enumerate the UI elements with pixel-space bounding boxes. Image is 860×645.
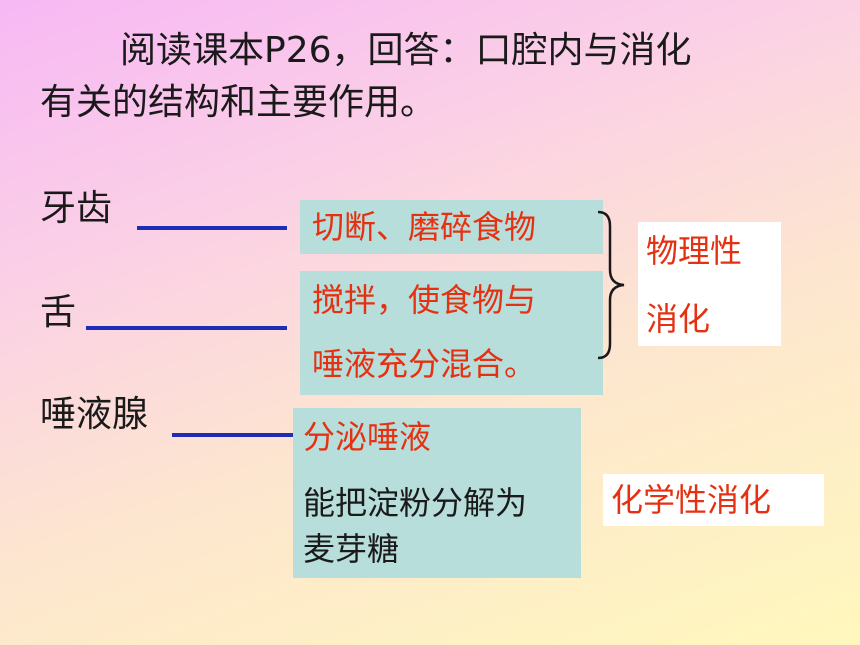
answer-teeth: 切断、磨碎食物 [312, 208, 537, 246]
physical-digestion-line-1: 物理性 [646, 232, 743, 270]
answer-tongue-line-2: 唾液充分混合。 [312, 345, 537, 383]
answer-gland-line-2: 能把淀粉分解为 [303, 484, 528, 522]
title-line-2: 有关的结构和主要作用。 [40, 82, 437, 123]
chemical-digestion-label: 化学性消化 [611, 481, 772, 519]
answer-gland-line-3: 麦芽糖 [303, 530, 400, 568]
answer-box-salivary-gland: 分泌唾液 能把淀粉分解为 麦芽糖 [293, 408, 581, 578]
physical-digestion-line-2: 消化 [646, 300, 711, 338]
physical-digestion-box: 物理性 消化 [638, 222, 781, 346]
answer-tongue-line-1: 搅拌，使食物与 [312, 281, 537, 319]
curly-brace [597, 210, 625, 360]
title-line-1: 阅读课本P26，回答：口腔内与消化 [120, 30, 692, 71]
chemical-digestion-box: 化学性消化 [603, 474, 824, 526]
label-salivary-gland: 唾液腺 [40, 394, 149, 435]
answer-box-teeth: 切断、磨碎食物 [300, 200, 603, 254]
answer-blank-salivary-gland [172, 433, 294, 437]
answer-blank-tongue [86, 326, 287, 330]
answer-blank-teeth [137, 226, 287, 230]
answer-box-tongue: 搅拌，使食物与 唾液充分混合。 [300, 271, 603, 395]
answer-gland-line-1: 分泌唾液 [303, 418, 432, 456]
label-tongue: 舌 [40, 292, 77, 333]
label-teeth: 牙齿 [40, 188, 113, 229]
